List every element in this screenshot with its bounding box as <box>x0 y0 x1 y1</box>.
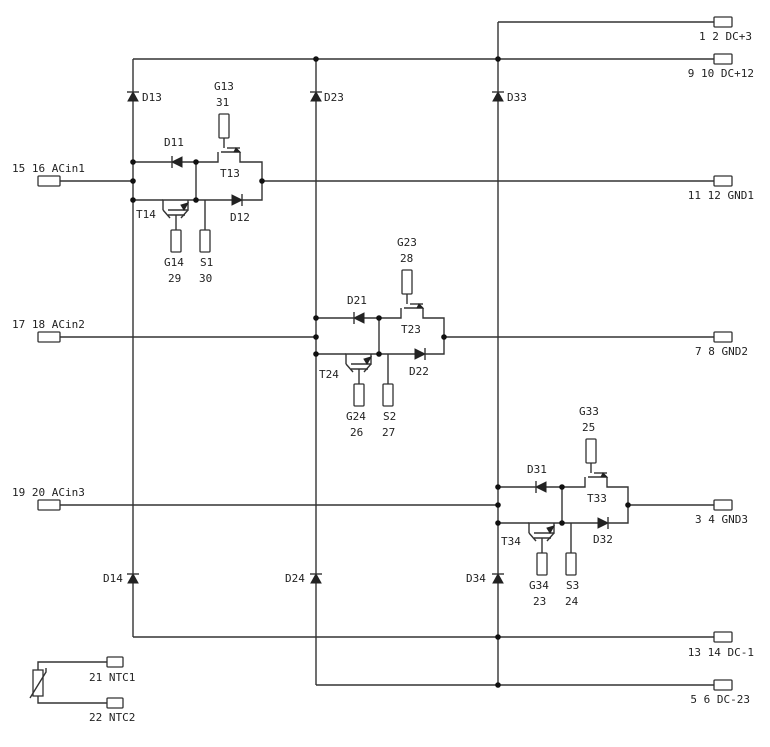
ntc-thermistor <box>29 661 107 704</box>
arrow-t13 <box>233 147 242 153</box>
phase2-dots <box>313 315 447 357</box>
diode-d32 <box>597 517 610 529</box>
arrow-t33 <box>600 472 609 478</box>
arrow-t14 <box>180 202 190 211</box>
diode-d34 <box>492 572 504 584</box>
diode-d14 <box>127 572 139 584</box>
arrow-t24 <box>363 356 373 365</box>
diode-d31 <box>534 481 547 493</box>
label-dc-plus3: 1 2 DC+3 <box>699 30 752 43</box>
label-g34: G34 <box>529 579 549 592</box>
diode-d23 <box>310 90 322 102</box>
diode-d11 <box>170 156 183 168</box>
label-d22: D22 <box>409 365 429 378</box>
label-g24-pin: 26 <box>350 426 363 439</box>
rail-dots <box>313 56 501 688</box>
label-d34: D34 <box>466 572 486 585</box>
label-g14-pin: 29 <box>168 272 181 285</box>
label-dc-plus12: 9 10 DC+12 <box>688 67 754 80</box>
label-acin3: 19 20 ACin3 <box>12 486 85 499</box>
label-g13-pin: 31 <box>216 96 229 109</box>
phase1-dots <box>130 159 265 203</box>
main-wires <box>60 21 714 686</box>
label-t23: T23 <box>401 323 421 336</box>
label-t33: T33 <box>587 492 607 505</box>
label-g24: G24 <box>346 410 366 423</box>
label-d24: D24 <box>285 572 305 585</box>
connector-pins <box>37 16 733 709</box>
arrow-t23 <box>416 303 425 309</box>
label-t14: T14 <box>136 208 156 221</box>
label-s2: S2 <box>383 410 396 423</box>
label-d14: D14 <box>103 572 123 585</box>
arrow-t34 <box>546 525 556 534</box>
label-d33: D33 <box>507 91 527 104</box>
phase3-dots <box>495 484 631 526</box>
label-d31: D31 <box>527 463 547 476</box>
label-d12: D12 <box>230 211 250 224</box>
label-ntc2: 22 NTC2 <box>89 711 135 724</box>
label-d23: D23 <box>324 91 344 104</box>
label-d21: D21 <box>347 294 367 307</box>
label-d11: D11 <box>164 136 184 149</box>
label-gnd3: 3 4 GND3 <box>695 513 748 526</box>
label-dc-minus1: 13 14 DC-1 <box>688 646 754 659</box>
label-g23: G23 <box>397 236 417 249</box>
label-g14: G14 <box>164 256 184 269</box>
diode-d24 <box>310 572 322 584</box>
diode-d12 <box>231 194 244 206</box>
label-gnd2: 7 8 GND2 <box>695 345 748 358</box>
label-dc-minus23: 5 6 DC-23 <box>690 693 750 706</box>
label-gnd1: 11 12 GND1 <box>688 189 754 202</box>
label-d13: D13 <box>142 91 162 104</box>
diode-d21 <box>352 312 365 324</box>
label-t24: T24 <box>319 368 339 381</box>
label-s3-pin: 24 <box>565 595 579 608</box>
label-acin1: 15 16 ACin1 <box>12 162 85 175</box>
label-s1-pin: 30 <box>199 272 212 285</box>
label-d32: D32 <box>593 533 613 546</box>
label-g33: G33 <box>579 405 599 418</box>
label-acin2: 17 18 ACin2 <box>12 318 85 331</box>
diode-d13 <box>127 90 139 102</box>
label-g23-pin: 28 <box>400 252 413 265</box>
label-ntc1: 21 NTC1 <box>89 671 135 684</box>
diode-d22 <box>414 348 427 360</box>
label-s3: S3 <box>566 579 579 592</box>
label-g13: G13 <box>214 80 234 93</box>
diode-d33 <box>492 90 504 102</box>
label-s1: S1 <box>200 256 213 269</box>
label-t34: T34 <box>501 535 521 548</box>
label-t13: T13 <box>220 167 240 180</box>
label-g34-pin: 23 <box>533 595 546 608</box>
label-g33-pin: 25 <box>582 421 595 434</box>
label-s2-pin: 27 <box>382 426 395 439</box>
